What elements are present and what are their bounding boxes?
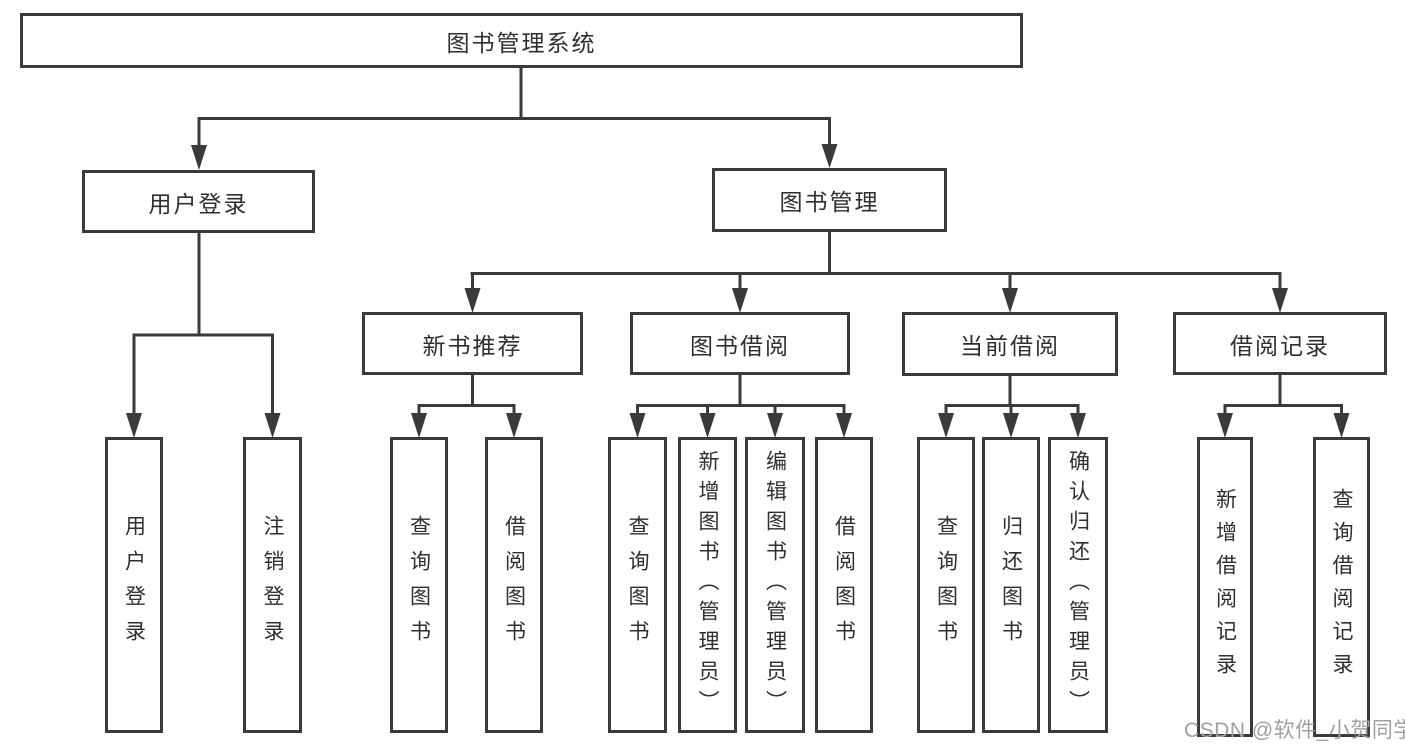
connector-current-borrow-children: [938, 374, 1086, 438]
leaf-query-borrow-record: 查询借阅记录: [1313, 437, 1370, 737]
csdn-watermark: CSDN @软件_小贺同学: [1184, 719, 1405, 742]
connector-new-book-children: [411, 373, 522, 438]
leaf-borrow-books-recommend: 借阅图书: [485, 437, 543, 733]
leaf-add-borrow-record: 新增借阅记录: [1197, 437, 1253, 737]
connector-book-mgmt-sections: [464, 230, 1288, 313]
connector-book-borrow-children: [629, 373, 852, 438]
leaf-add-books-admin: 新增图书（管理员）: [678, 437, 737, 733]
leaf-user-login: 用户登录: [105, 437, 163, 733]
leaf-borrow-books: 借阅图书: [815, 437, 873, 733]
leaf-query-books-borrow: 查询图书: [608, 437, 667, 733]
node-new-book-recommend: 新书推荐: [362, 312, 583, 375]
leaf-logout: 注销登录: [243, 437, 302, 733]
node-user-login: 用户登录: [82, 170, 315, 233]
node-book-borrowing: 图书借阅: [630, 312, 850, 375]
connector-borrow-record-children: [1217, 373, 1350, 438]
connector-root-to-level2: [191, 66, 838, 170]
connector-user-login-children: [126, 231, 281, 438]
leaf-confirm-return-admin: 确认归还（管理员）: [1048, 437, 1108, 733]
leaf-edit-books-admin: 编辑图书（管理员）: [745, 437, 805, 733]
leaf-return-books: 归还图书: [982, 437, 1040, 733]
node-borrow-records: 借阅记录: [1173, 312, 1387, 375]
node-root-library-system: 图书管理系统: [20, 13, 1023, 68]
node-current-borrowing: 当前借阅: [902, 312, 1118, 376]
leaf-query-books-recommend: 查询图书: [390, 437, 448, 733]
leaf-query-books-current: 查询图书: [917, 437, 975, 733]
node-book-management: 图书管理: [712, 168, 947, 232]
